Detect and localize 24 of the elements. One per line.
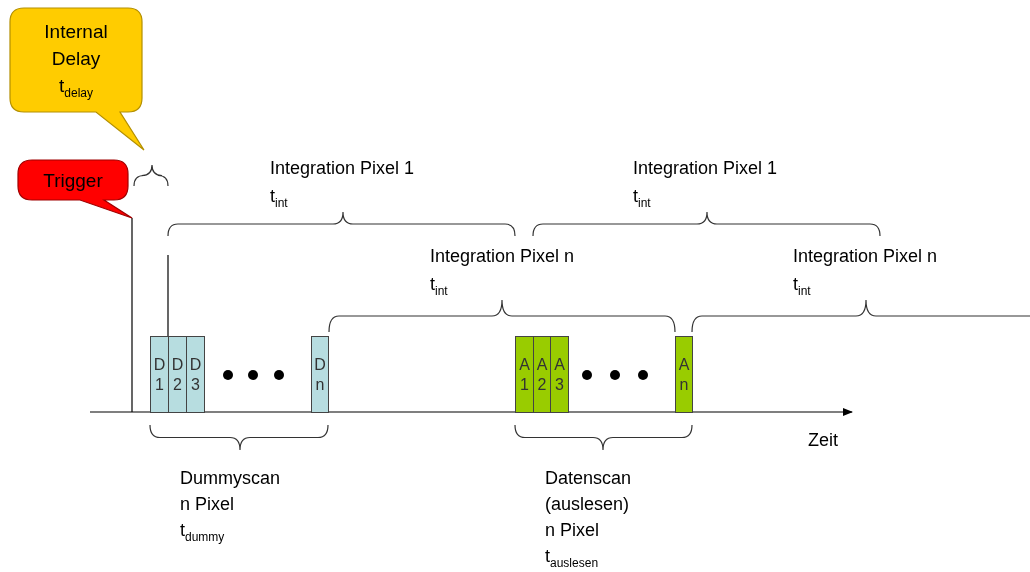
callout-text: Trigger bbox=[42, 169, 104, 193]
pixel-slot: A n bbox=[675, 336, 693, 413]
time-label: t$_{dummy}$ bbox=[180, 520, 225, 544]
phase-label: Integration Pixel 1 bbox=[270, 158, 415, 179]
speech-bubble bbox=[8, 6, 146, 152]
time-label: t$_{auslesen}$ bbox=[545, 546, 599, 570]
phase-label: Integration Pixel n bbox=[793, 246, 938, 267]
time-label: t$_{int}$ bbox=[430, 274, 448, 298]
callout-text: Internal Delay t$_{delay}$ bbox=[43, 20, 109, 102]
time-label: t$_{int}$ bbox=[270, 186, 288, 210]
phase-label: (auslesen) bbox=[545, 494, 630, 515]
phase-label: n Pixel bbox=[180, 494, 235, 515]
phase-label: Dummyscan bbox=[180, 468, 281, 489]
phase-label: Datenscan bbox=[545, 468, 632, 489]
time-label: t$_{int}$ bbox=[633, 186, 651, 210]
pixel-slot: D n bbox=[311, 336, 329, 413]
phase-label: Integration Pixel 1 bbox=[633, 158, 778, 179]
pixel-slot: A 2 bbox=[533, 336, 551, 413]
pixel-slot: A 3 bbox=[550, 336, 569, 413]
phase-label: Integration Pixel n bbox=[430, 246, 575, 267]
phase-label: n Pixel bbox=[545, 520, 600, 541]
axis-label: Zeit bbox=[808, 430, 838, 451]
pixel-slot: D 3 bbox=[186, 336, 205, 413]
time-label: t$_{int}$ bbox=[793, 274, 811, 298]
